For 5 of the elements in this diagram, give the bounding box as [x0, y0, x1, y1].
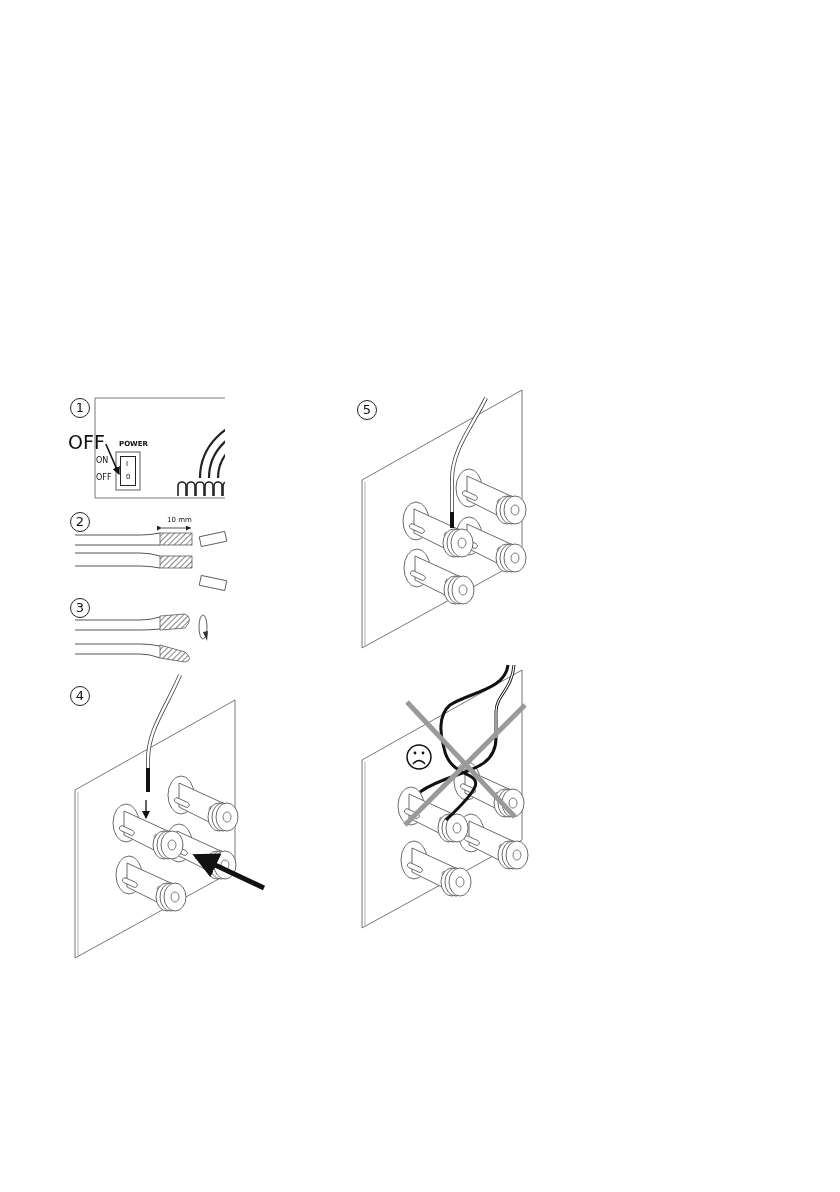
power-switch — [120, 456, 136, 486]
callout-text: OFF — [68, 433, 105, 452]
switch-label: OFF — [96, 474, 112, 482]
arrow — [105, 443, 120, 475]
switch-label: ON — [96, 457, 109, 465]
